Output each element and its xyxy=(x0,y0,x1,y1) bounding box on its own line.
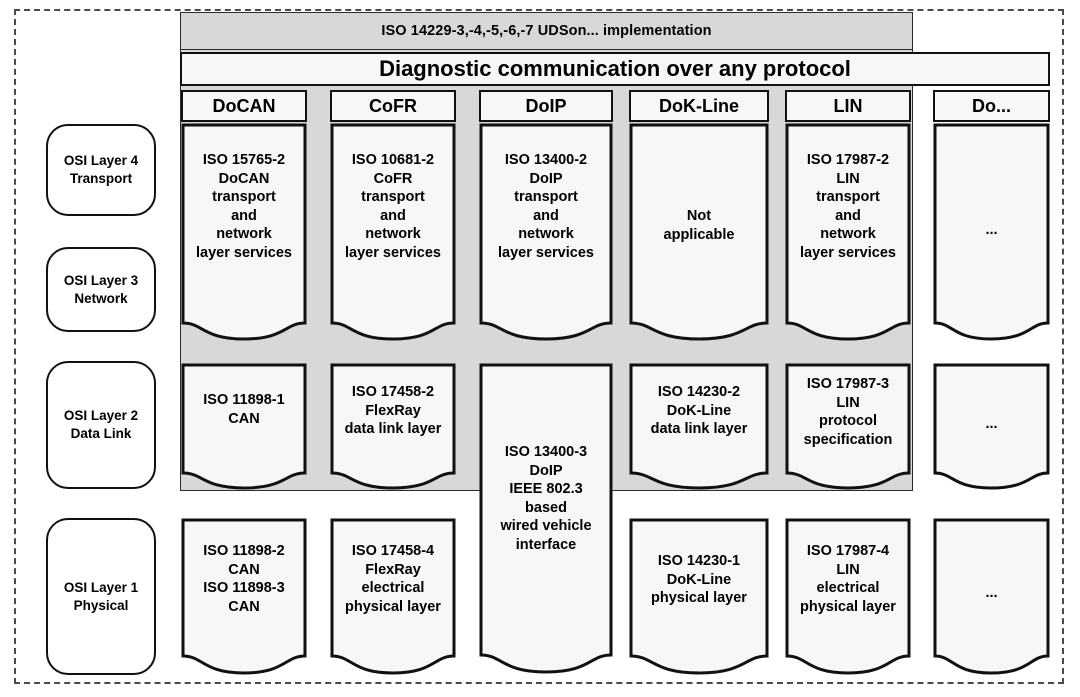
cell-physical-lin: ISO 17987-4 LIN electrical physical laye… xyxy=(785,518,911,675)
cell-transport-cofr: ISO 10681-2 CoFR transport and network l… xyxy=(330,123,456,341)
cell-transport-doip: ISO 13400-2 DoIP transport and network l… xyxy=(479,123,613,341)
torn-paper-shape xyxy=(479,123,613,341)
cell-physical-more: ... xyxy=(933,518,1050,675)
torn-paper-shape xyxy=(785,518,911,675)
torn-paper-shape xyxy=(181,518,307,675)
cell-transport-docan: ISO 15765-2 DoCAN transport and network … xyxy=(181,123,307,341)
column-header-label: Do... xyxy=(972,95,1011,116)
torn-paper-shape xyxy=(785,123,911,341)
osi-layer-1-box: OSI Layer 1 Physical xyxy=(46,518,156,675)
column-header-label: DoIP xyxy=(525,95,567,116)
column-header-doip: DoIP xyxy=(479,90,613,122)
torn-paper-shape xyxy=(629,363,769,490)
column-header-more: Do... xyxy=(933,90,1050,122)
torn-paper-shape xyxy=(933,363,1050,490)
cell-physical-docan: ISO 11898-2 CAN ISO 11898-3 CAN xyxy=(181,518,307,675)
cell-transport-lin: ISO 17987-2 LIN transport and network la… xyxy=(785,123,911,341)
osi-layer-4-label: OSI Layer 4 Transport xyxy=(63,153,139,186)
cell-doip-spanning-layer2-layer1: ISO 13400-3 DoIP IEEE 802.3 based wired … xyxy=(479,363,613,675)
torn-paper-shape xyxy=(933,123,1050,341)
cell-datalink-cofr: ISO 17458-2 FlexRay data link layer xyxy=(330,363,456,490)
cell-datalink-docan: ISO 11898-1 CAN xyxy=(181,363,307,490)
osi-layer-4-box: OSI Layer 4 Transport xyxy=(46,124,156,216)
torn-paper-shape xyxy=(629,518,769,675)
diagnostic-communication-label: Diagnostic communication over any protoc… xyxy=(379,56,851,81)
osi-layer-2-box: OSI Layer 2 Data Link xyxy=(46,361,156,489)
cell-datalink-dokline: ISO 14230-2 DoK-Line data link layer xyxy=(629,363,769,490)
diagnostic-communication-bar: Diagnostic communication over any protoc… xyxy=(180,52,1050,86)
column-header-dokline: DoK-Line xyxy=(629,90,769,122)
column-header-lin: LIN xyxy=(785,90,911,122)
osi-layer-3-box: OSI Layer 3 Network xyxy=(46,247,156,332)
cell-transport-more: ... xyxy=(933,123,1050,341)
column-header-label: CoFR xyxy=(369,95,417,116)
cell-physical-cofr: ISO 17458-4 FlexRay electrical physical … xyxy=(330,518,456,675)
cell-physical-dokline: ISO 14230-1 DoK-Line physical layer xyxy=(629,518,769,675)
torn-paper-shape xyxy=(181,363,307,490)
torn-paper-shape xyxy=(181,123,307,341)
cell-datalink-lin: ISO 17987-3 LIN protocol specification xyxy=(785,363,911,490)
torn-paper-shape xyxy=(629,123,769,341)
torn-paper-shape xyxy=(330,363,456,490)
osi-layer-3-label: OSI Layer 3 Network xyxy=(63,272,139,306)
torn-paper-shape xyxy=(330,123,456,341)
osi-layer-1-label: OSI Layer 1 Physical xyxy=(63,579,139,613)
column-header-label: LIN xyxy=(833,95,863,116)
cell-datalink-more: ... xyxy=(933,363,1050,490)
column-header-cofr: CoFR xyxy=(330,90,456,122)
outer-dashed-frame xyxy=(14,9,1064,684)
column-header-docan: DoCAN xyxy=(181,90,307,122)
cell-transport-dokline: Not applicable xyxy=(629,123,769,341)
uds-implementation-label: ISO 14229-3,-4,-5,-6,-7 UDSon... impleme… xyxy=(381,23,712,39)
torn-paper-shape xyxy=(933,518,1050,675)
torn-paper-shape xyxy=(479,363,613,674)
uds-implementation-band: ISO 14229-3,-4,-5,-6,-7 UDSon... impleme… xyxy=(180,12,913,50)
torn-paper-shape xyxy=(330,518,456,675)
torn-paper-shape xyxy=(785,363,911,490)
column-header-label: DoCAN xyxy=(212,95,276,116)
osi-layer-2-label: OSI Layer 2 Data Link xyxy=(63,408,139,441)
column-header-label: DoK-Line xyxy=(659,95,739,116)
